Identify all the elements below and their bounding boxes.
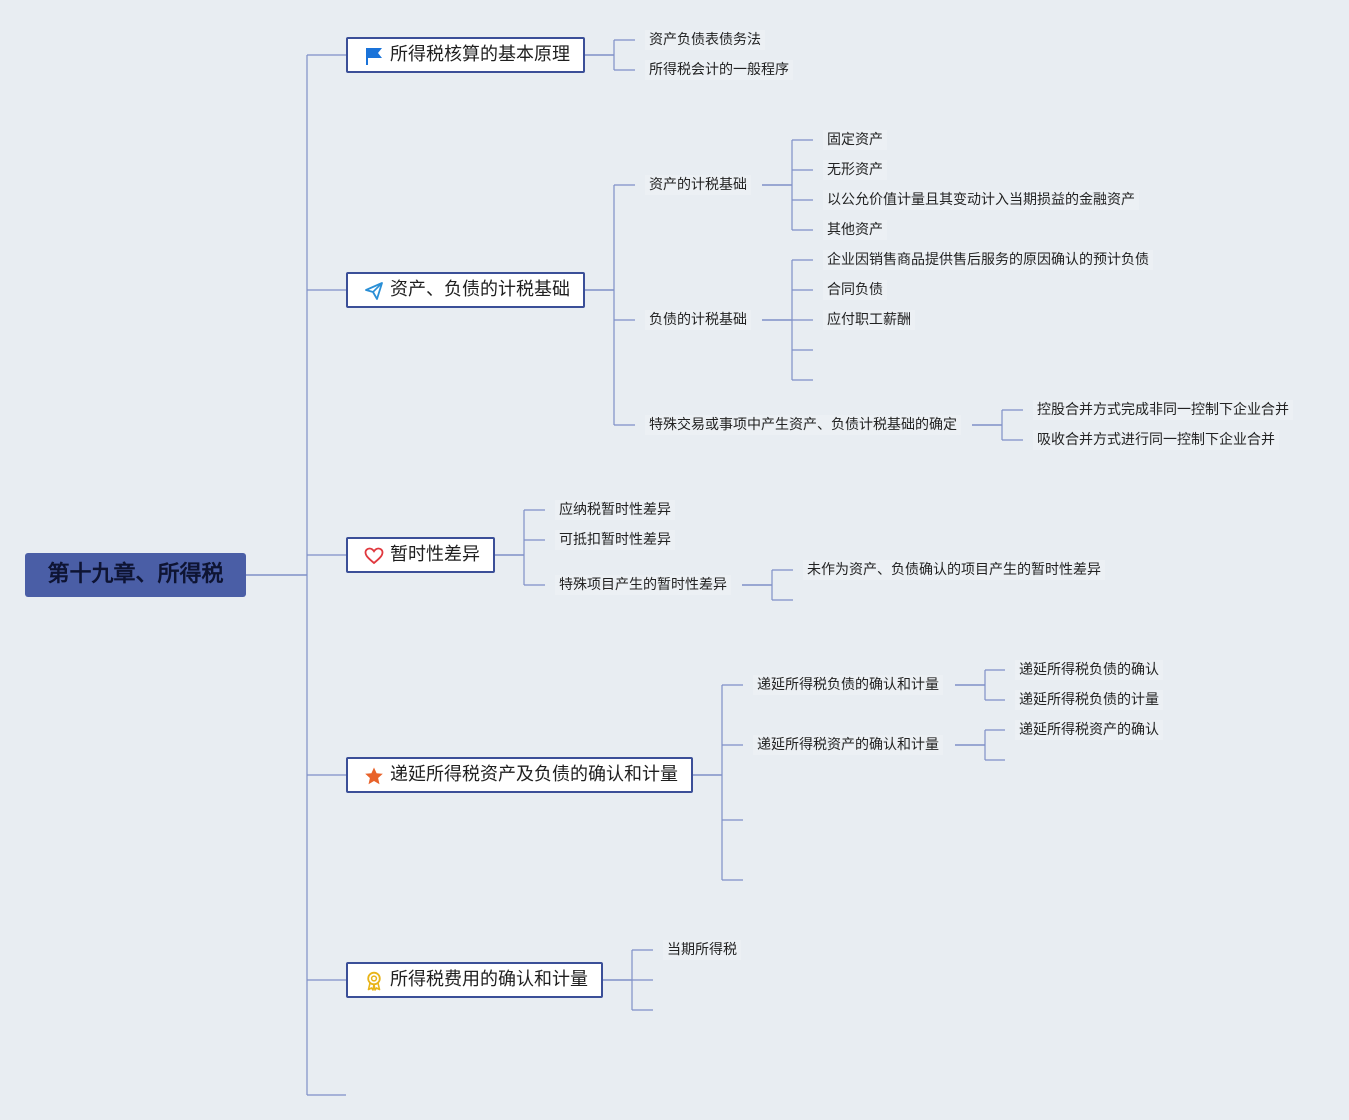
subtopic-special-item-difference[interactable]: 特殊项目产生的暂时性差异	[555, 575, 731, 595]
topic-temporary-differences[interactable]: 暂时性差异	[346, 537, 495, 573]
leaf-other-assets[interactable]: 其他资产	[823, 220, 887, 240]
topic-label: 资产、负债的计税基础	[390, 279, 570, 300]
leaf-fvtpl-financial-assets[interactable]: 以公允价值计量且其变动计入当期损益的金融资产	[823, 190, 1139, 210]
topic-deferred-tax[interactable]: 递延所得税资产及负债的确认和计量	[346, 757, 693, 793]
heart-icon	[364, 547, 384, 565]
subtopic-deductible-temporary-difference[interactable]: 可抵扣暂时性差异	[555, 530, 675, 550]
leaf-dtl-recognition[interactable]: 递延所得税负债的确认	[1015, 660, 1163, 680]
leaf-dta-recognition[interactable]: 递延所得税资产的确认	[1015, 720, 1163, 740]
paper-plane-icon	[365, 282, 383, 300]
leaf-warranty-provision[interactable]: 企业因销售商品提供售后服务的原因确认的预计负债	[823, 250, 1153, 270]
star-icon	[365, 767, 383, 785]
award-icon	[367, 971, 381, 991]
topic-tax-base[interactable]: 资产、负债的计税基础	[346, 272, 585, 308]
subtopic-dtl-recognition-measurement[interactable]: 递延所得税负债的确认和计量	[753, 675, 943, 695]
leaf-employee-payables[interactable]: 应付职工薪酬	[823, 310, 915, 330]
topic-label: 暂时性差异	[390, 544, 480, 565]
subtopic-special-transactions[interactable]: 特殊交易或事项中产生资产、负债计税基础的确定	[645, 415, 961, 435]
leaf-dtl-measurement[interactable]: 递延所得税负债的计量	[1015, 690, 1163, 710]
leaf-intangible-assets[interactable]: 无形资产	[823, 160, 887, 180]
topic-label: 递延所得税资产及负债的确认和计量	[390, 764, 678, 785]
leaf-fixed-assets[interactable]: 固定资产	[823, 130, 887, 150]
topic-label: 所得税核算的基本原理	[390, 44, 570, 65]
subtopic-liability-tax-base[interactable]: 负债的计税基础	[645, 310, 751, 330]
flag-icon	[366, 48, 382, 65]
leaf-unrecognized-items-difference[interactable]: 未作为资产、负债确认的项目产生的暂时性差异	[803, 560, 1105, 580]
subtopic-taxable-temporary-difference[interactable]: 应纳税暂时性差异	[555, 500, 675, 520]
subtopic-balance-sheet-liability-method[interactable]: 资产负债表债务法	[645, 30, 765, 50]
subtopic-dta-recognition-measurement[interactable]: 递延所得税资产的确认和计量	[753, 735, 943, 755]
topic-income-tax-expense[interactable]: 所得税费用的确认和计量	[346, 962, 603, 998]
leaf-contract-liability[interactable]: 合同负债	[823, 280, 887, 300]
subtopic-asset-tax-base[interactable]: 资产的计税基础	[645, 175, 751, 195]
topic-basic-principles[interactable]: 所得税核算的基本原理	[346, 37, 585, 73]
subtopic-general-procedure[interactable]: 所得税会计的一般程序	[645, 60, 793, 80]
topic-label: 所得税费用的确认和计量	[390, 969, 588, 990]
leaf-holding-merger[interactable]: 控股合并方式完成非同一控制下企业合并	[1033, 400, 1293, 420]
subtopic-current-income-tax[interactable]: 当期所得税	[663, 940, 741, 960]
root-topic[interactable]: 第十九章、所得税	[25, 553, 246, 597]
leaf-absorption-merger[interactable]: 吸收合并方式进行同一控制下企业合并	[1033, 430, 1279, 450]
